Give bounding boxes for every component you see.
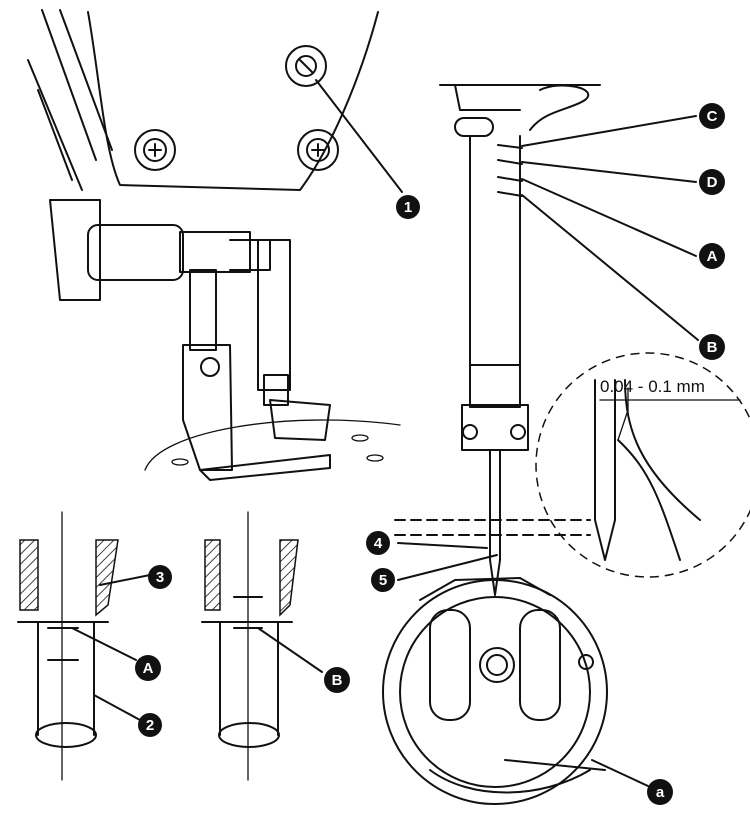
callout-A-bottom: A (135, 655, 161, 681)
callout-C-top: C (699, 103, 725, 129)
svg-text:a: a (656, 784, 665, 801)
callout-5: 5 (371, 568, 395, 592)
svg-text:C: C (707, 108, 718, 125)
svg-text:1: 1 (404, 199, 412, 216)
svg-text:3: 3 (156, 569, 164, 586)
phillips-screw-right (297, 129, 339, 171)
bushing-detail-A (17, 511, 151, 781)
svg-text:4: 4 (374, 535, 383, 552)
phillips-screw-left (134, 129, 176, 171)
callout-4: 4 (366, 531, 390, 555)
callout-3: 3 (148, 565, 172, 589)
callout-1: 1 (396, 195, 420, 219)
needle-clearance-detail (535, 352, 750, 578)
callout-B-bottom: B (324, 667, 350, 693)
svg-text:B: B (332, 672, 343, 689)
callout-D-top: D (699, 169, 725, 195)
callout-a-hook: a (647, 779, 673, 805)
svg-text:2: 2 (146, 717, 154, 734)
svg-text:B: B (707, 339, 718, 356)
screw-1 (285, 45, 327, 87)
clearance-dimension-label: 0.04 - 0.1 mm (600, 377, 705, 396)
callout-B-top: B (699, 334, 725, 360)
svg-text:A: A (143, 660, 154, 677)
bushing-detail-B (201, 511, 323, 781)
needle-bar-illustration (439, 84, 699, 596)
svg-text:A: A (707, 248, 718, 265)
svg-text:D: D (707, 174, 718, 191)
machine-head-illustration (27, 9, 403, 481)
callout-A-top: A (699, 243, 725, 269)
callout-2: 2 (138, 713, 162, 737)
svg-text:5: 5 (379, 572, 387, 589)
rotary-hook-illustration (382, 519, 649, 805)
